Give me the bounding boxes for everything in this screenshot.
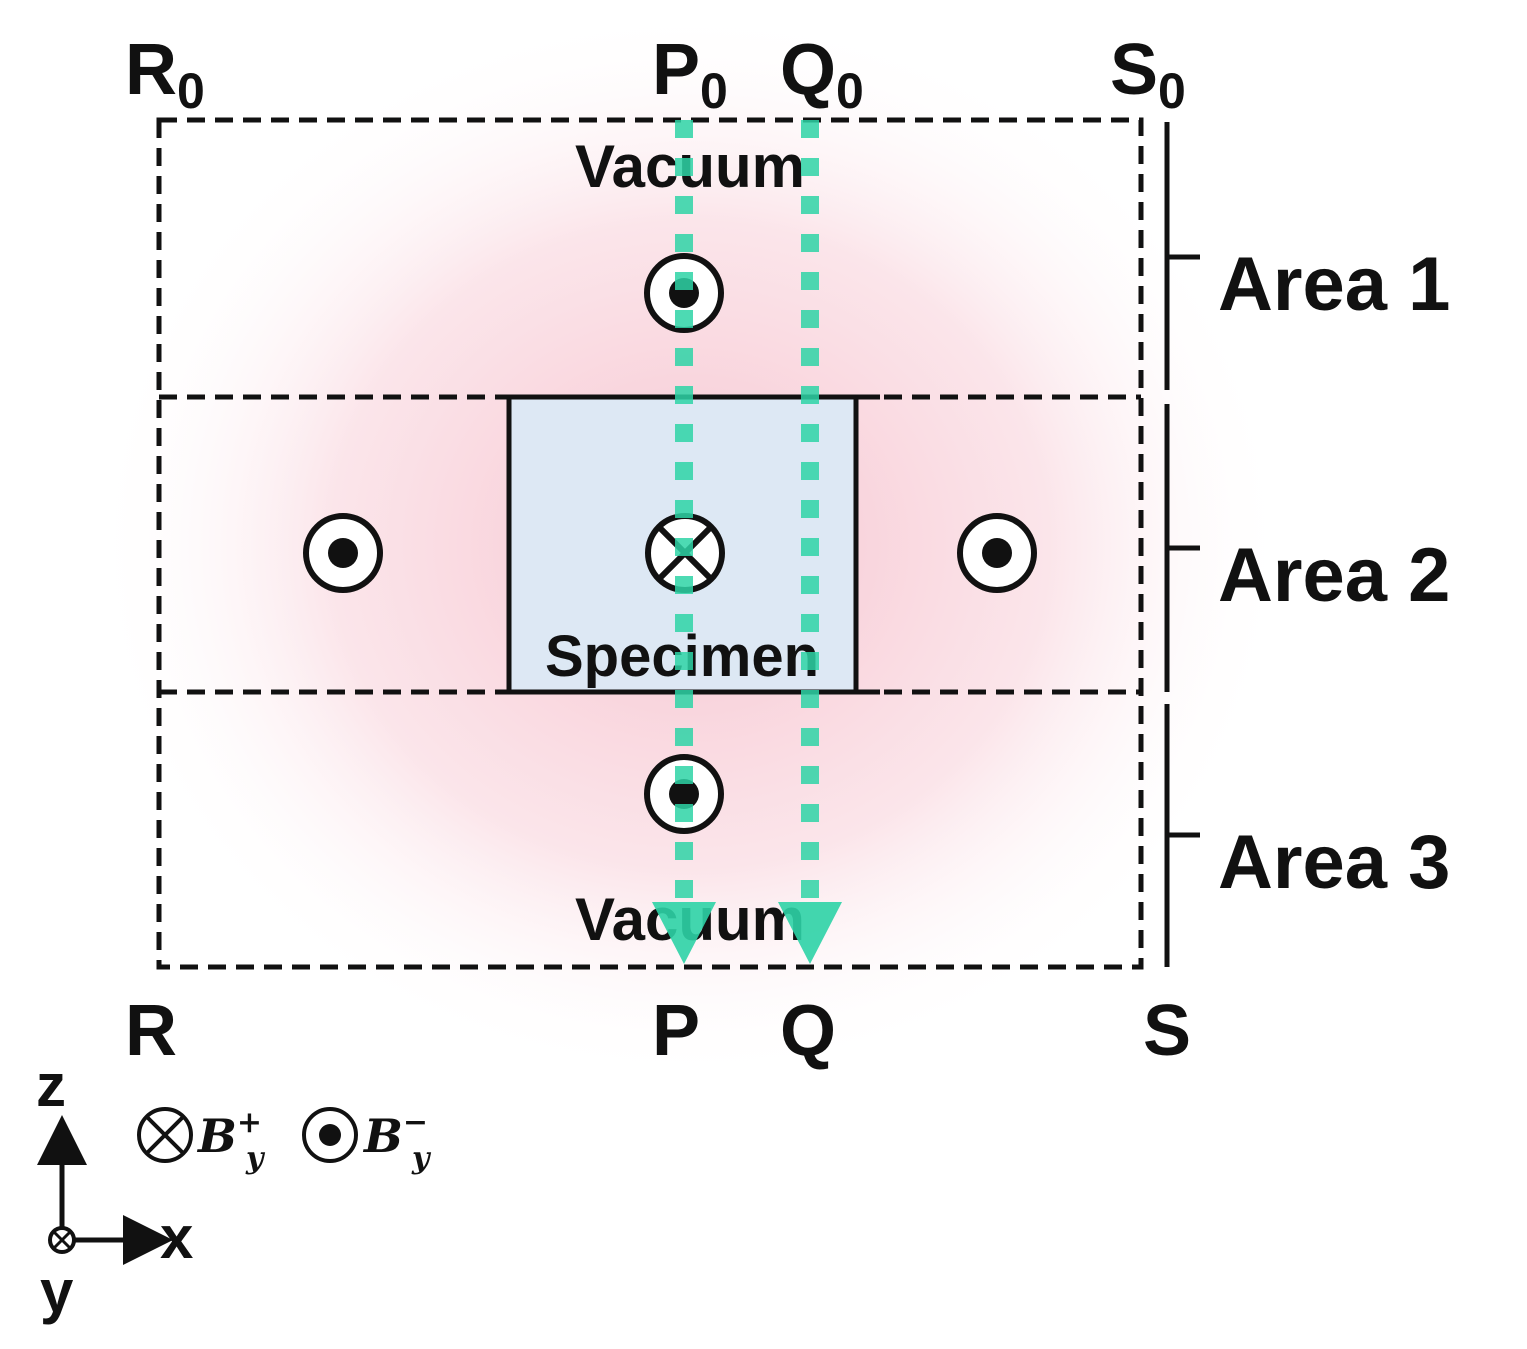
domain-boundary bbox=[156, 117, 1144, 970]
beam-arrowhead-q bbox=[778, 902, 842, 964]
area-1-label: Area 1 bbox=[1218, 242, 1450, 327]
circle-dot-icon bbox=[303, 513, 383, 593]
label-r: R bbox=[125, 991, 177, 1071]
beam-arrowhead-p bbox=[652, 902, 716, 964]
y-axis-into-page-icon bbox=[48, 1226, 76, 1254]
coordinate-axes: z x y bbox=[36, 1052, 193, 1325]
label-s0: S0 bbox=[1110, 30, 1186, 119]
label-q: Q bbox=[780, 991, 836, 1071]
label-p: P bbox=[652, 991, 700, 1071]
legend-b-minus: B−y bbox=[362, 1105, 432, 1176]
circle-dot-icon bbox=[957, 513, 1037, 593]
circle-dot-icon bbox=[302, 1107, 358, 1163]
z-axis-label: z bbox=[36, 1052, 66, 1119]
x-axis-label: x bbox=[160, 1204, 193, 1271]
circle-cross-icon bbox=[137, 1107, 193, 1163]
label-p0: P0 bbox=[652, 30, 728, 119]
y-axis-label: y bbox=[40, 1258, 74, 1325]
circle-dot-icon bbox=[644, 754, 724, 834]
area-2-label: Area 2 bbox=[1218, 533, 1450, 618]
label-r0: R0 bbox=[125, 30, 205, 119]
legend: B+y B−y bbox=[137, 1105, 432, 1176]
area-brackets bbox=[1164, 122, 1200, 967]
area-3-label: Area 3 bbox=[1218, 820, 1450, 905]
legend-b-plus: B+y bbox=[196, 1105, 266, 1176]
label-s: S bbox=[1143, 991, 1191, 1071]
label-q0: Q0 bbox=[780, 30, 864, 119]
